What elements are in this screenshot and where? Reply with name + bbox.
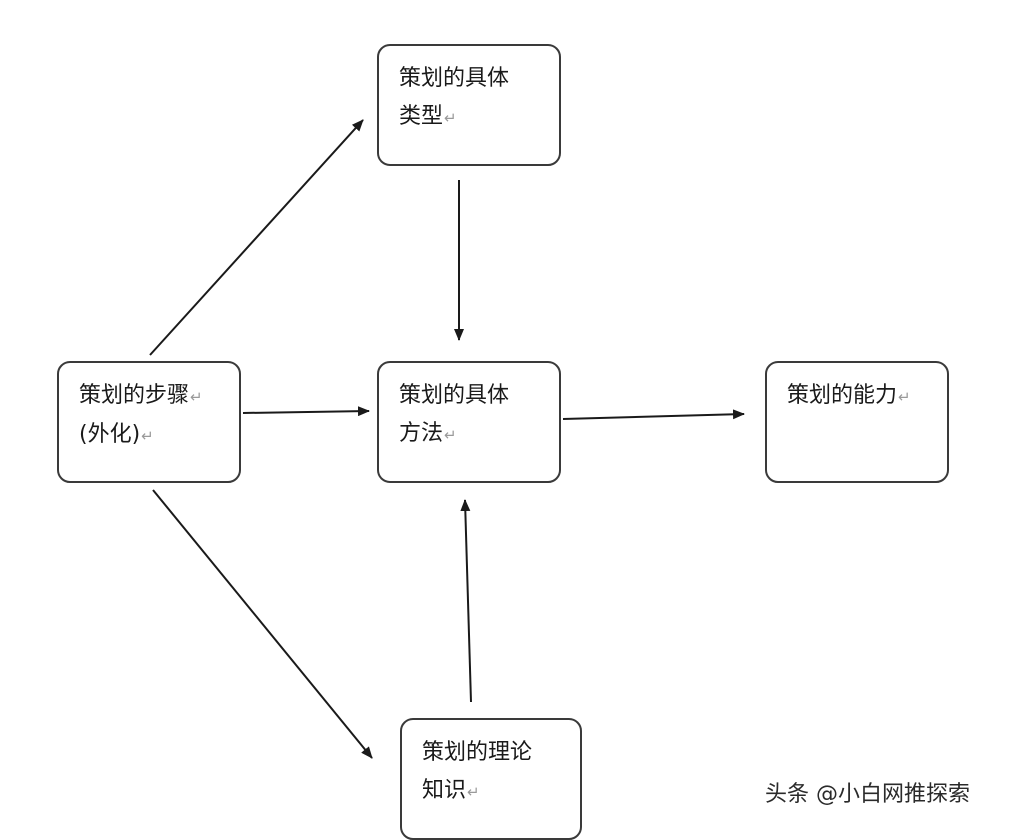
paragraph-mark-icon: ↵ [444,426,457,444]
node-label-line1: 策划的步骤 [79,383,190,408]
node-planning-steps: 策划的步骤↵ (外化)↵ [57,361,241,483]
node-label-line2: 类型 [399,104,444,129]
node-planning-methods: 策划的具体 方法↵ [377,361,561,483]
arrow-steps-to-methods [242,406,370,417]
node-planning-types: 策划的具体 类型↵ [377,44,561,166]
arrow-theory-to-methods [460,499,472,703]
paragraph-mark-icon: ↵ [190,388,203,406]
node-label-line2: 方法 [399,421,444,446]
node-label-line1: 策划的能力 [787,383,898,408]
node-label-line1: 策划的具体 [399,66,510,91]
node-label-line1: 策划的具体 [399,383,510,408]
watermark: 头条 @小白网推探索 [765,782,970,807]
paragraph-mark-icon: ↵ [444,109,457,127]
node-label-line2: (外化) [79,422,141,447]
node-planning-theory: 策划的理论 知识↵ [400,718,582,840]
paragraph-mark-icon: ↵ [467,783,480,801]
arrow-steps-to-types [149,119,364,356]
arrow-methods-to-ability [562,409,745,420]
node-label-line2: 知识 [422,778,467,803]
paragraph-mark-icon: ↵ [898,388,911,406]
paragraph-mark-icon: ↵ [141,427,154,445]
node-planning-ability: 策划的能力↵ [765,361,949,483]
arrow-steps-to-theory [152,489,373,759]
node-label-line1: 策划的理论 [422,740,533,765]
